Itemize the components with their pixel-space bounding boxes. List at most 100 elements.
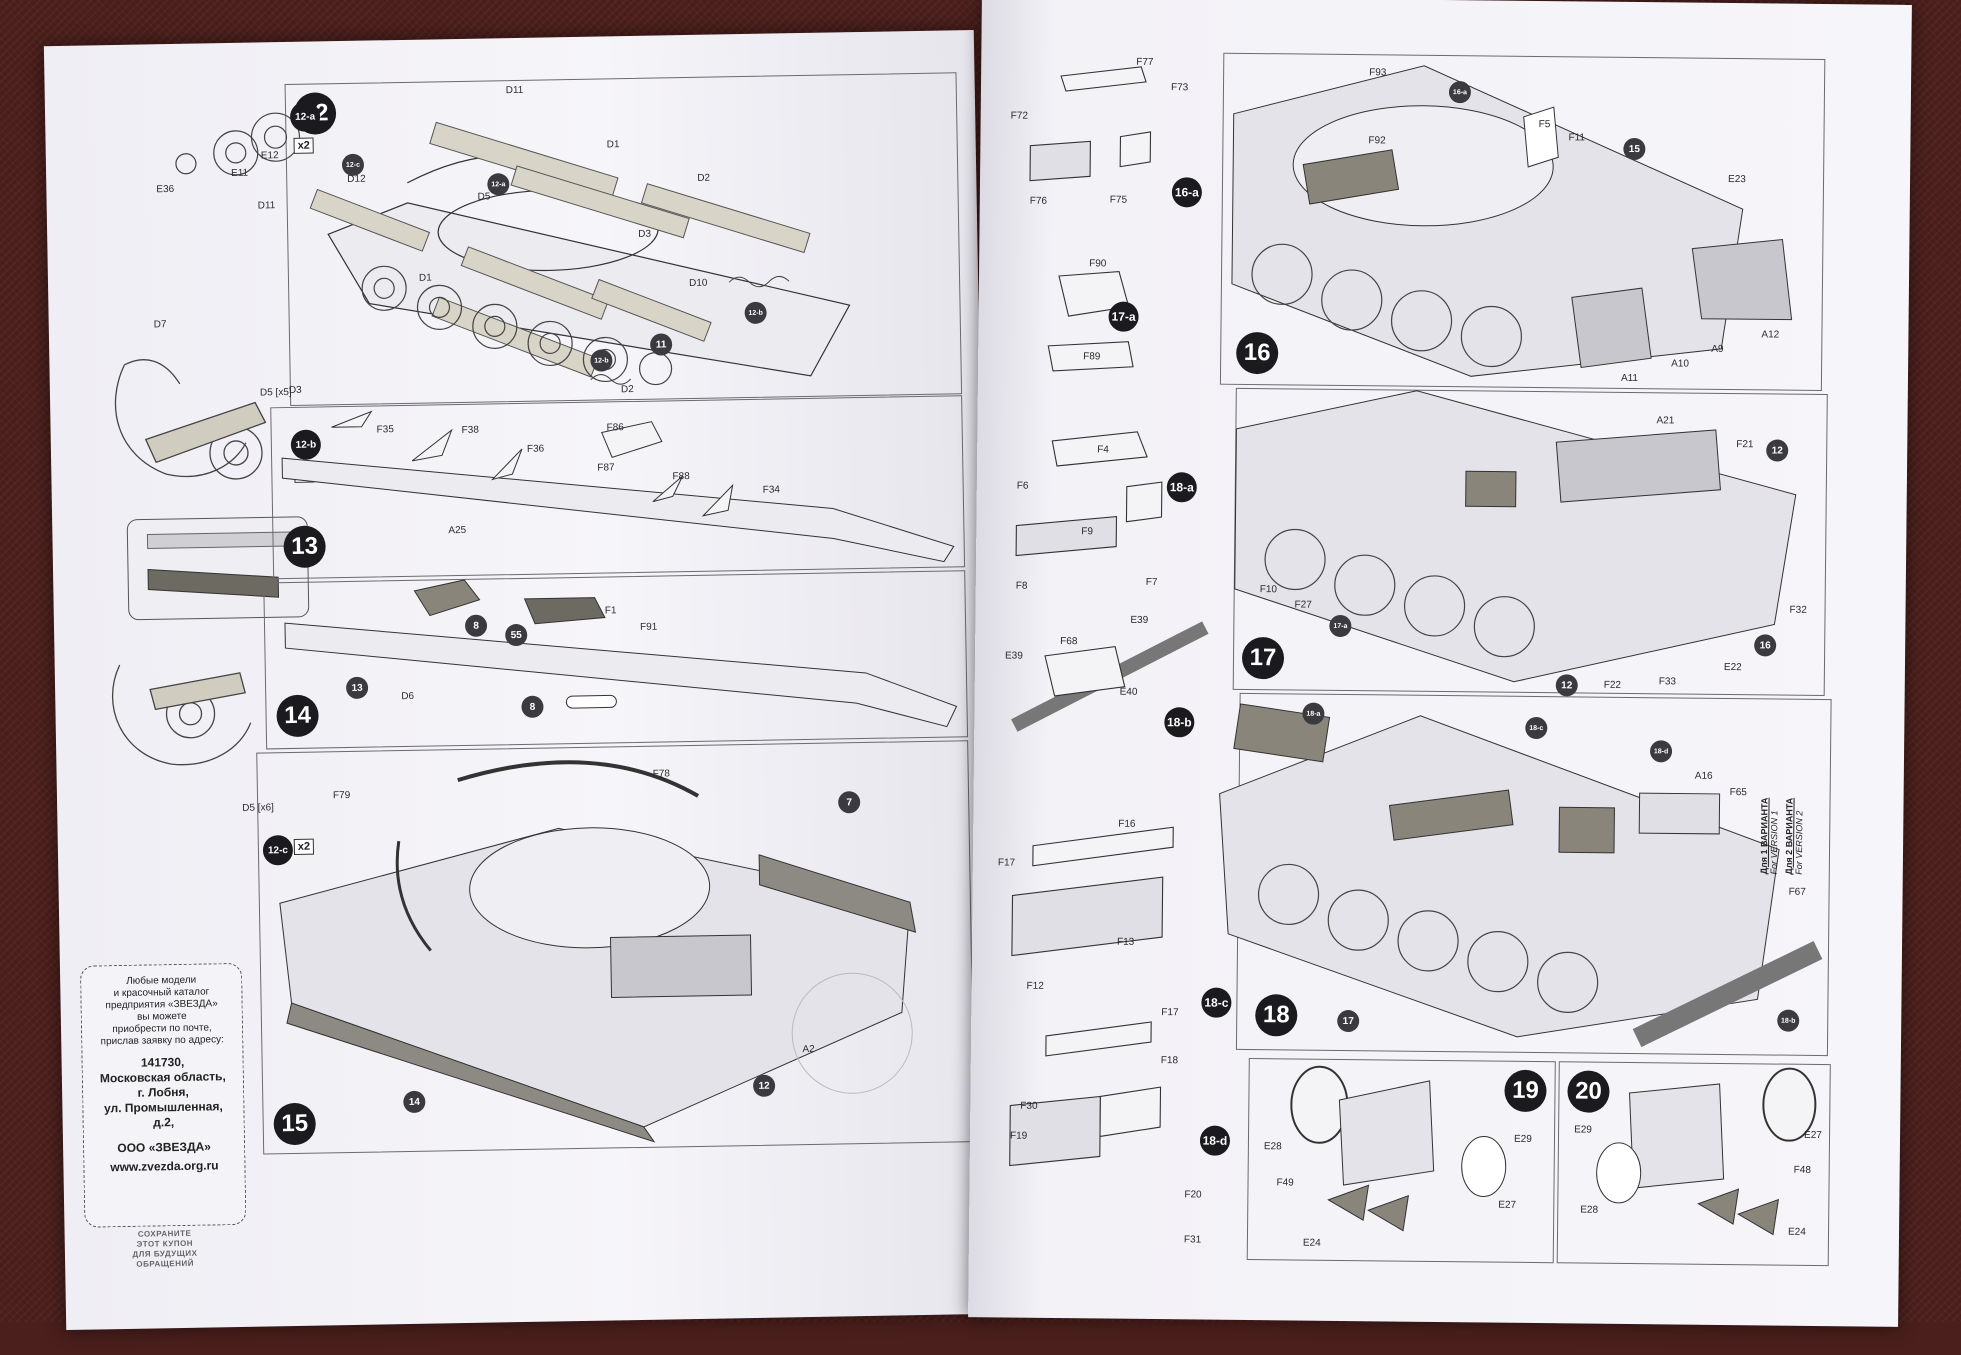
part-label: F67: [1788, 886, 1806, 898]
part-label: F16: [1118, 818, 1136, 830]
ref-badge-18c: 18-c: [1525, 716, 1548, 740]
ref-badge-16: 16: [1754, 634, 1777, 657]
ref-badge-12: 12: [1555, 674, 1578, 697]
coupon-address: ул. Промышленная,: [103, 1099, 223, 1116]
part-label: F9: [1081, 526, 1094, 538]
part-label: E28: [1580, 1204, 1599, 1216]
part-label: F68: [1060, 636, 1078, 648]
step-number: 17: [1241, 636, 1285, 680]
part-label: F6: [1016, 480, 1029, 492]
step-20-panel: 20 E29 E27 F48 E28 E24: [1556, 1061, 1831, 1267]
step-15-panel: 15 F79 F78 A2 7 12 14: [256, 740, 976, 1155]
part-label: F92: [1368, 135, 1386, 147]
step-16-panel: 16 F93 F92 F5 F11 E23 A12 A9 A10 A11 16-…: [1219, 52, 1826, 391]
part-label: F4: [1097, 444, 1109, 456]
part-label: F75: [1109, 194, 1128, 206]
sub-step-badge: 18-b: [1164, 707, 1195, 738]
part-label: F73: [1170, 82, 1189, 94]
track-assembly-illustration: [111, 359, 310, 766]
sub-step-badge: 18-c: [1201, 987, 1232, 1018]
version-1-note: Для 1 ВАРИАНТА For VERSION 1: [1758, 797, 1780, 875]
part-label: E11: [231, 167, 249, 179]
part-label: E27: [1803, 1129, 1822, 1142]
part-label: E39: [1130, 614, 1149, 626]
part-label: A25: [448, 524, 467, 537]
part-label: A10: [1671, 358, 1689, 370]
part-label: F32: [1789, 604, 1807, 616]
part-label: F7: [1145, 576, 1158, 589]
part-label: F77: [1136, 56, 1154, 68]
part-label: D5 [x5]: [259, 386, 292, 399]
version-2-note: Для 2 ВАРИАНТА For VERSION 2: [1783, 797, 1805, 875]
part-label: F76: [1029, 195, 1048, 207]
part-label: F8: [1015, 580, 1028, 592]
part-label: F31: [1183, 1234, 1202, 1246]
coupon-keep-note: СОХРАНИТЕ ЭТОТ КУПОН ДЛЯ БУДУЩИХ ОБРАЩЕН…: [132, 1228, 198, 1269]
step-12-diagram: [309, 121, 851, 386]
part-label: F5: [1538, 119, 1551, 131]
sub-step-badge: 18-d: [1199, 1125, 1231, 1156]
part-label: F88: [672, 471, 690, 483]
part-label: D1: [418, 272, 432, 284]
part-label: E39: [1004, 650, 1023, 662]
part-label: A21: [1656, 415, 1675, 427]
part-label: A16: [1694, 770, 1713, 782]
part-label: D3: [638, 228, 652, 240]
sub-step-badge: 16-a: [1171, 177, 1203, 208]
part-label: D11: [505, 84, 524, 97]
part-label: E28: [1263, 1141, 1282, 1153]
ref-badge-17: 17: [1337, 1009, 1360, 1033]
ref-badge-17a: 17-a: [1329, 614, 1352, 638]
part-label: F13: [1116, 936, 1135, 948]
step-14-diagram: [284, 579, 958, 728]
part-label: A12: [1761, 329, 1780, 341]
sub-assemblies-column: [1009, 66, 1209, 1167]
part-label: F12: [1026, 980, 1044, 992]
step-18-diagram: [1219, 703, 1823, 1048]
step-14-panel: 14 13 8 55 8 D6 F1 F91: [263, 570, 969, 750]
coupon-address: Московская область,: [99, 1069, 226, 1086]
part-label: E23: [1728, 173, 1746, 186]
ref-badge-12: 12: [1766, 439, 1789, 462]
part-label: F87: [597, 462, 615, 474]
part-label: E27: [1498, 1199, 1517, 1211]
part-label: F22: [1603, 679, 1622, 691]
part-label: F34: [762, 484, 781, 496]
ref-badge-18a: 18-a: [1302, 702, 1325, 725]
part-label: F78: [652, 768, 670, 780]
part-label: D5: [477, 191, 491, 203]
step-12-panel: 12 D11 D1 D2 D3 D12 D5 D11 D1 D10 D2 D3 …: [258, 72, 963, 406]
part-label: A9: [1711, 343, 1724, 355]
part-label: E40: [1119, 686, 1138, 698]
part-label: F18: [1160, 1055, 1179, 1067]
ref-badge-16a: 16-a: [1448, 81, 1472, 104]
coupon-company: ООО «ЗВЕЗДА»: [117, 1139, 212, 1156]
part-label: E22: [1723, 661, 1742, 674]
part-label: E36: [156, 183, 175, 196]
step-number: 19: [1504, 1069, 1547, 1113]
part-label: F48: [1793, 1164, 1811, 1176]
part-label: E29: [1513, 1133, 1532, 1145]
part-label: F89: [1083, 351, 1101, 363]
part-label: F49: [1276, 1177, 1294, 1189]
step-19-panel: 19 E28 E29 F49 E27 E24: [1246, 1058, 1556, 1264]
part-label: F72: [1010, 110, 1028, 122]
part-label: D2: [697, 172, 711, 184]
part-label: F17: [1161, 1007, 1179, 1019]
part-label: D6: [401, 690, 415, 703]
part-label: D1: [606, 139, 620, 151]
part-label: A2: [802, 1043, 815, 1056]
step-18-panel: 18 A16 F65 F67 18-a 18-c 18-d 18-b 17 Дл…: [1219, 692, 1832, 1057]
part-label: F1: [604, 605, 617, 617]
coupon-text: прислав заявку по адресу:: [100, 1034, 224, 1048]
ref-badge-18d: 18-d: [1649, 740, 1673, 763]
part-label: E24: [1302, 1237, 1321, 1249]
part-label: E12: [260, 150, 279, 162]
step-17-diagram: [1234, 390, 1797, 683]
step-number: 16: [1235, 331, 1279, 375]
part-label: F90: [1089, 258, 1107, 270]
coupon-website[interactable]: www.zvezda.org.ru: [110, 1158, 219, 1175]
part-label: F19: [1009, 1130, 1028, 1142]
part-label: F30: [1020, 1100, 1038, 1112]
step-17-panel: 17 A21 F21 F10 F27 F32 E22 F33 F22 17-a …: [1232, 387, 1828, 697]
